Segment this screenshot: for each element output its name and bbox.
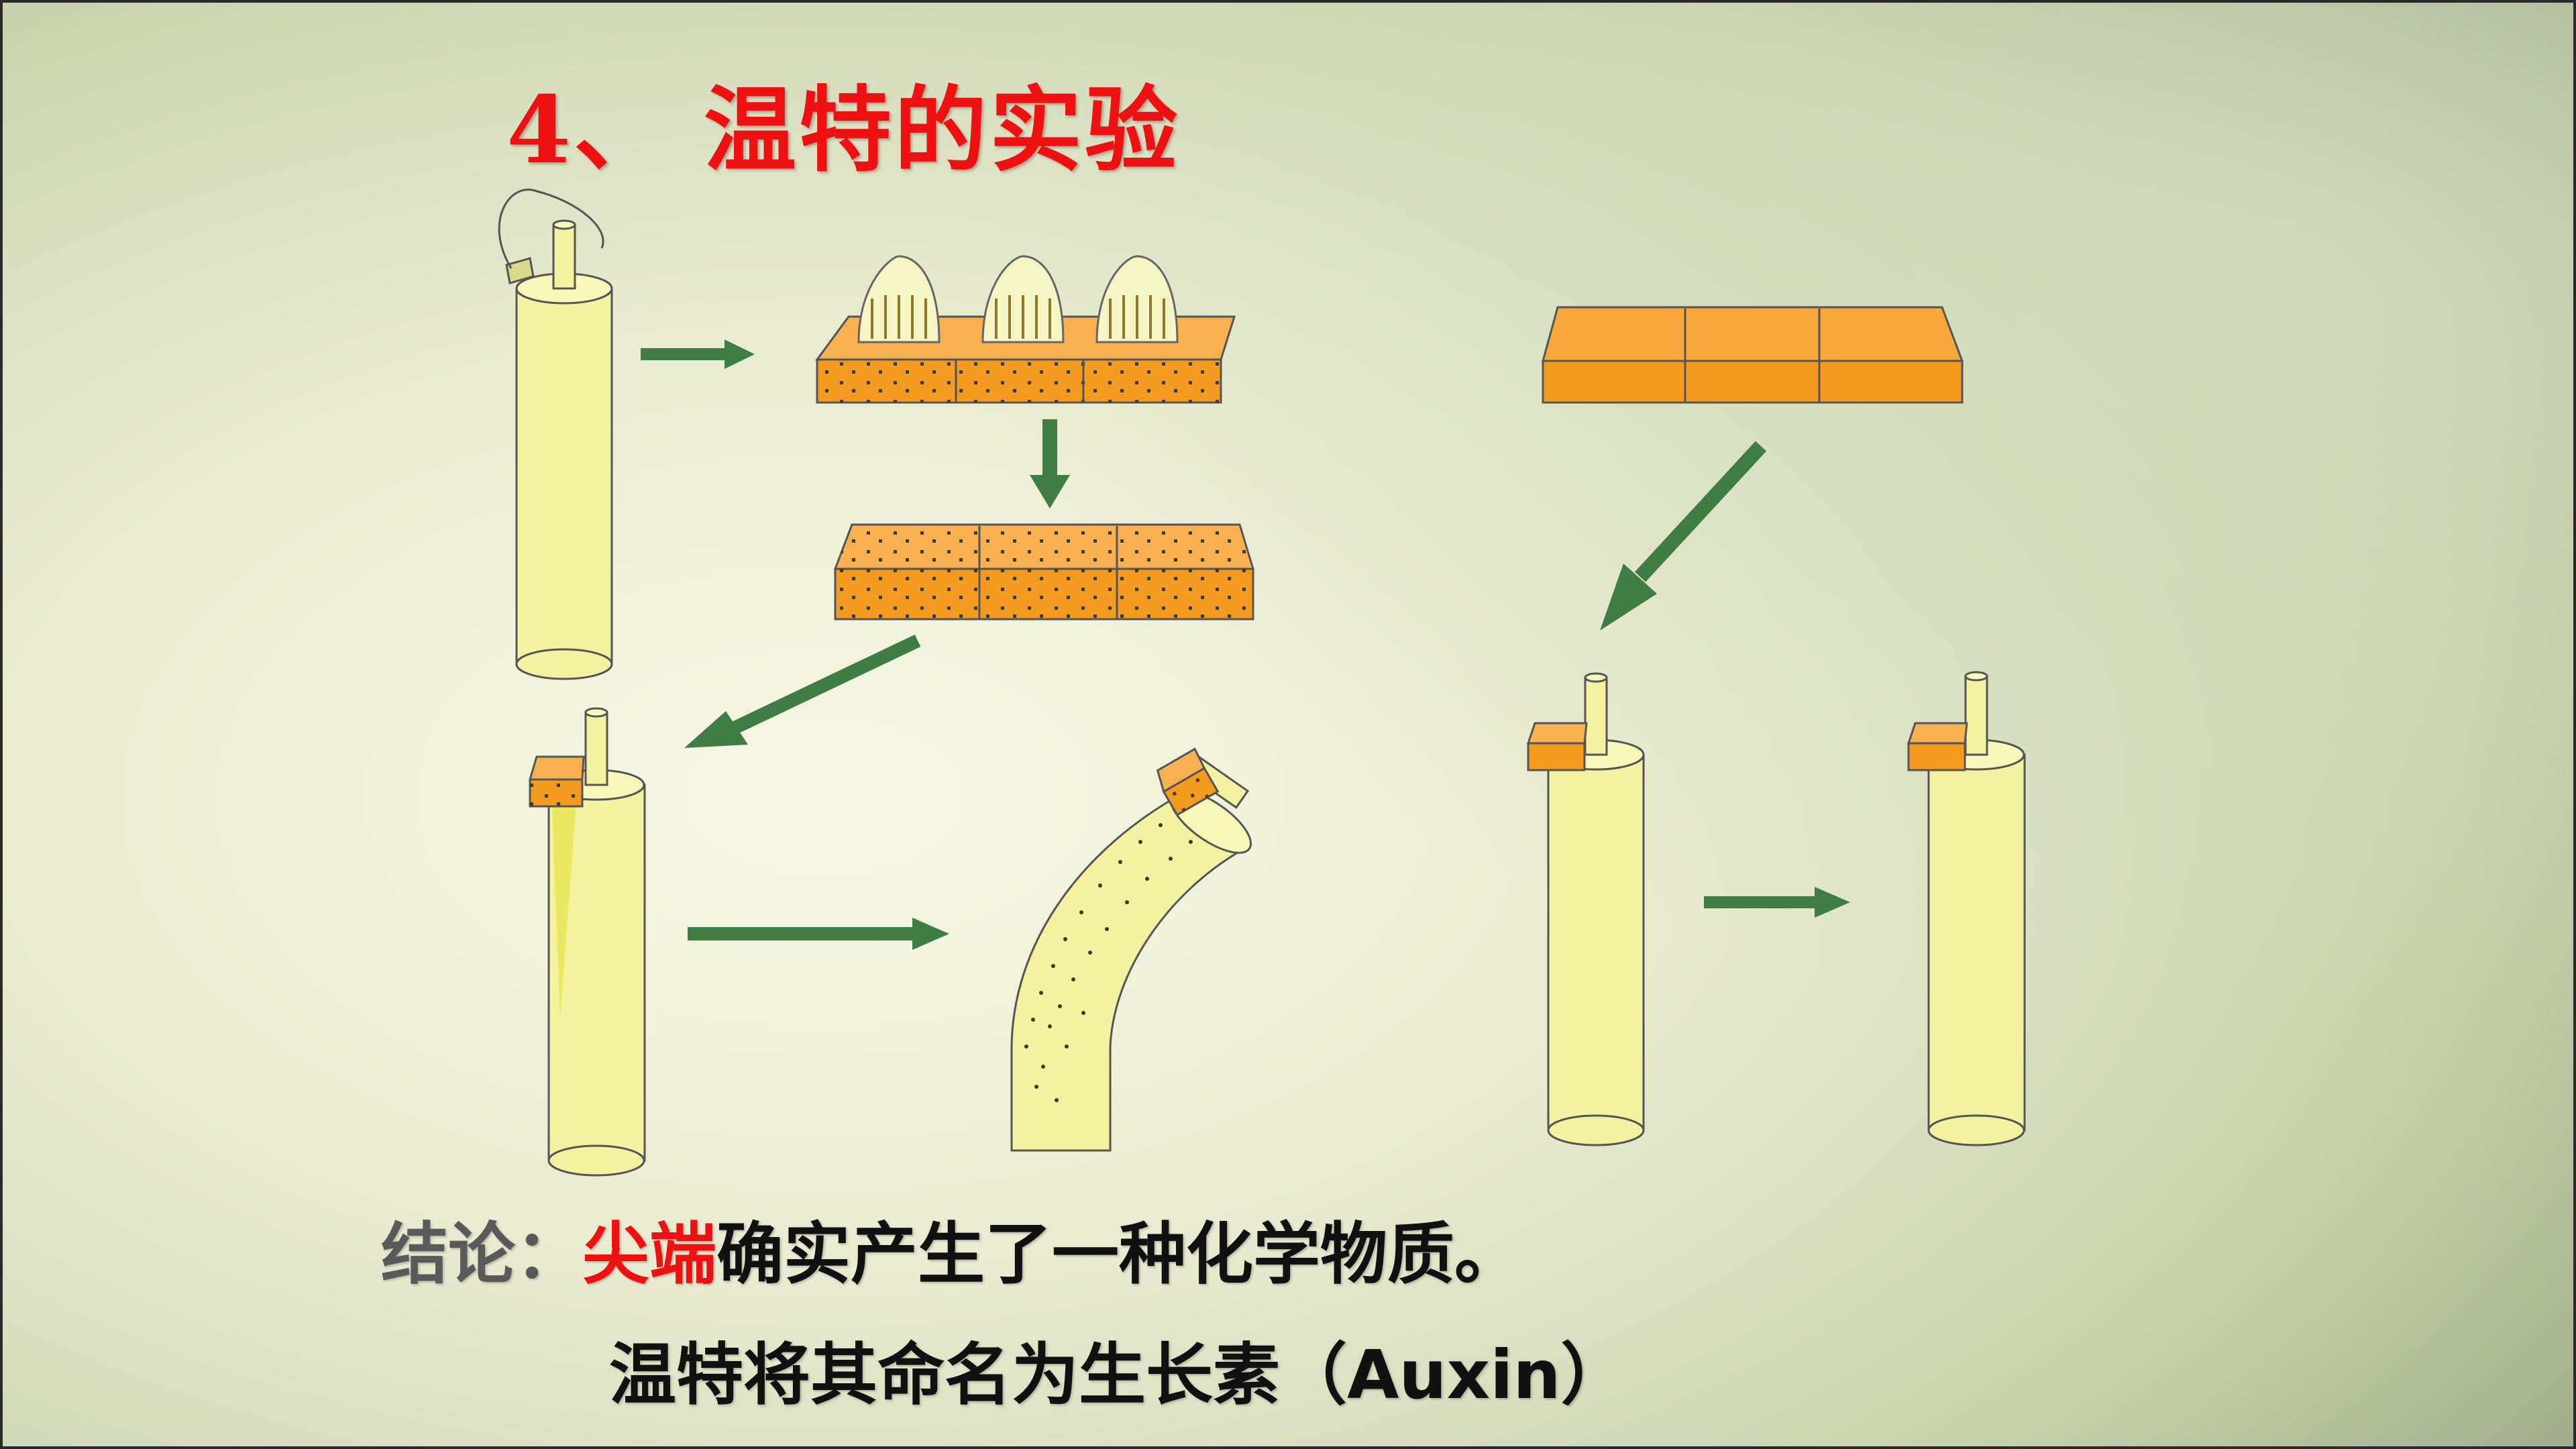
plain-agar-blocks xyxy=(1542,306,1964,404)
conclusion-line-1: 结论：尖端确实产生了一种化学物质。 xyxy=(381,1199,1521,1297)
arrow-right-1 xyxy=(641,339,755,369)
arrow-right-3 xyxy=(1704,887,1850,918)
slide-title: 4、 温特的实验 xyxy=(506,75,1181,184)
control-coleoptile-with-plain-block xyxy=(1526,672,1645,1146)
coleoptile-with-agar-block xyxy=(528,707,646,1177)
bent-coleoptile xyxy=(1010,747,1252,1152)
arrow-down-left-2 xyxy=(1600,441,1767,631)
conclusion-label: 结论： xyxy=(381,1215,582,1293)
conclusion-highlight: 尖端 xyxy=(582,1215,716,1293)
conclusion-line-2: 温特将其命名为生长素（Auxin） xyxy=(609,1336,1628,1414)
arrow-right-2 xyxy=(688,918,949,950)
tips-on-agar-blocks xyxy=(815,255,1236,404)
coleoptile-tip-cut xyxy=(498,189,613,680)
conclusion-text: 确实产生了一种化学物质。 xyxy=(716,1215,1521,1293)
arrow-down-left-1 xyxy=(684,634,921,748)
control-coleoptile-straight xyxy=(1907,671,2026,1146)
arrow-down-1 xyxy=(1030,419,1070,508)
treated-agar-blocks xyxy=(833,523,1255,621)
